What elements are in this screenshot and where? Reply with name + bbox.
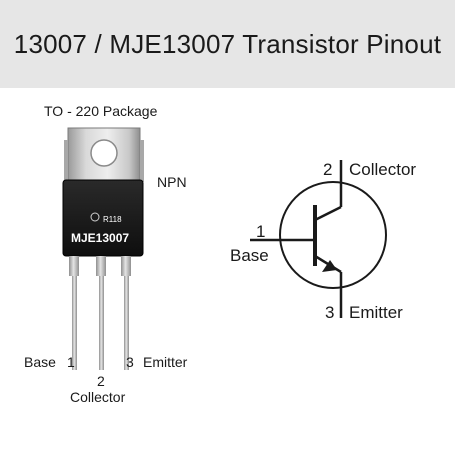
symbol-base-number: 1 [256, 222, 266, 241]
type-label: NPN [157, 174, 187, 190]
npn-symbol [250, 160, 387, 318]
symbol-circle [279, 181, 387, 289]
pin-collector-number: 2 [97, 373, 105, 389]
symbol-base-label: Base [230, 246, 269, 265]
page-title: 13007 / MJE13007 Transistor Pinout [13, 28, 442, 59]
collector-line [314, 205, 342, 222]
chip-code: R118 [103, 215, 122, 224]
pin-collector-label: Collector [70, 389, 126, 405]
pin-emitter-number: 3 [126, 354, 134, 370]
pin-emitter-label: Emitter [143, 354, 188, 370]
symbol-emitter-label: Emitter [349, 303, 403, 322]
pin-base-label: Base [24, 354, 56, 370]
emitter-arrow-icon [322, 260, 337, 272]
symbol-emitter-number: 3 [325, 303, 335, 322]
symbol-collector-label: Collector [349, 160, 417, 179]
chip-body: R118 MJE13007 [62, 179, 144, 257]
package-leads [69, 256, 131, 370]
symbol-collector-number: 2 [323, 160, 333, 179]
chip-part-number: MJE13007 [71, 231, 129, 245]
manufacturer-logo-icon [90, 212, 100, 222]
title-bar: 13007 / MJE13007 Transistor Pinout [0, 0, 455, 88]
package-label: TO - 220 Package [44, 103, 158, 119]
metal-tab [64, 127, 144, 189]
mounting-hole [90, 139, 118, 167]
pin-base-number: 1 [67, 354, 75, 370]
